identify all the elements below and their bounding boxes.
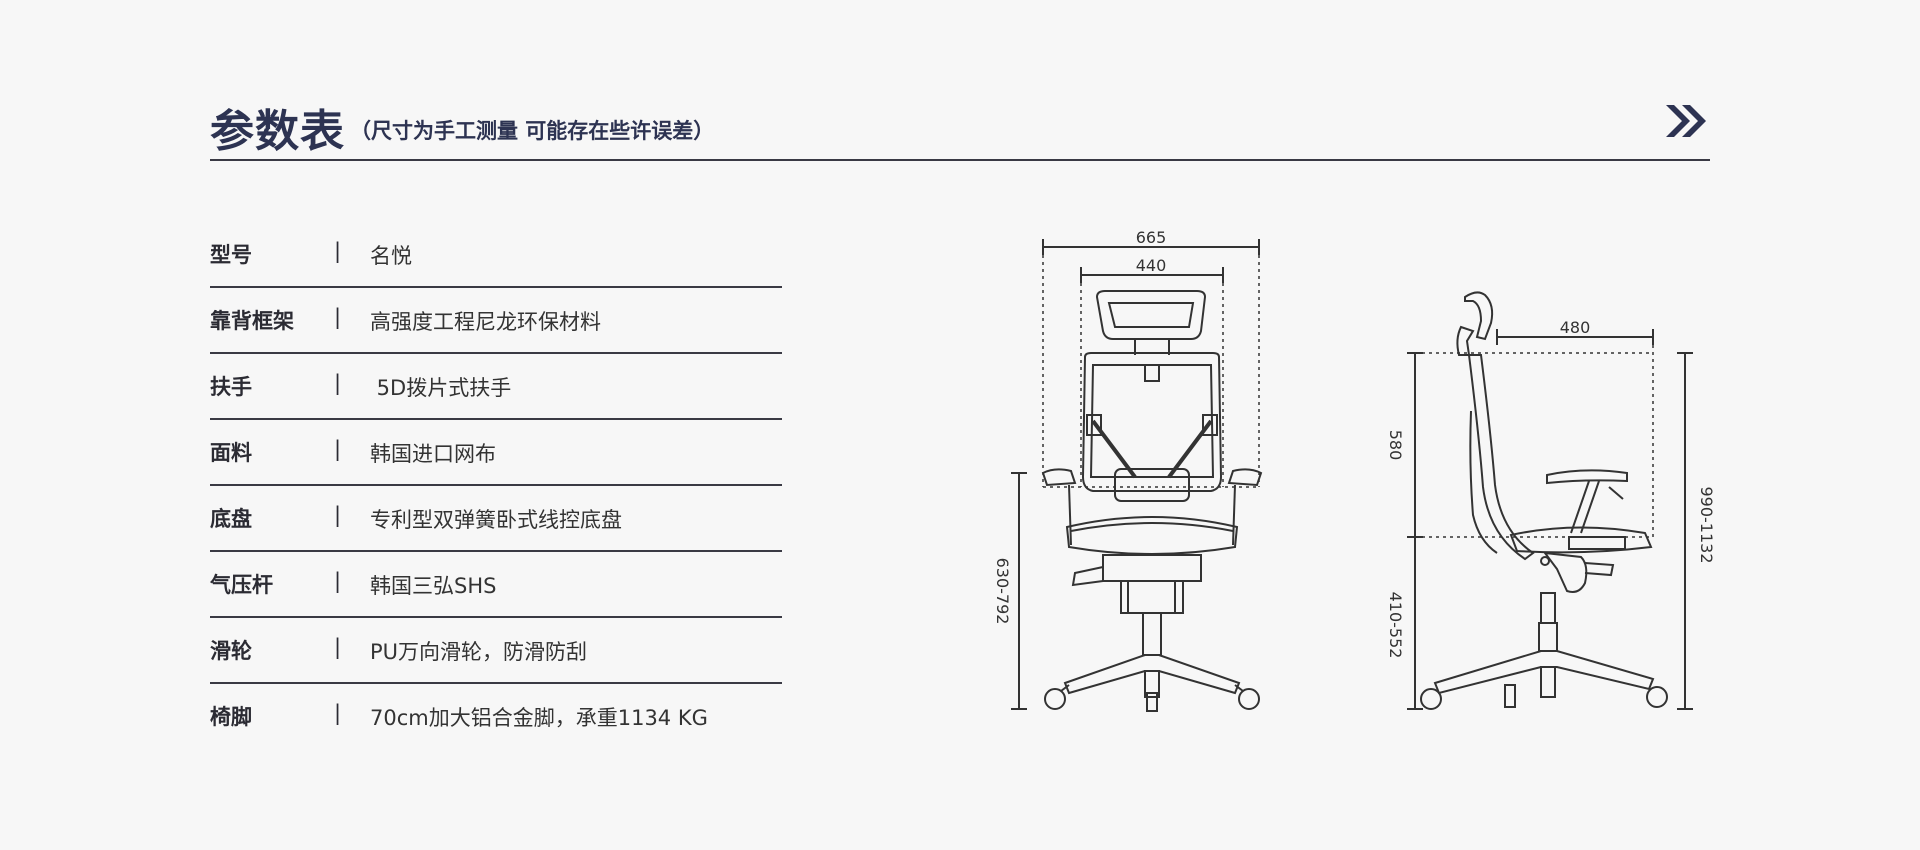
spec-label: 面料 [210, 441, 252, 465]
spec-separator: | [334, 305, 342, 329]
spec-value: 名悦 [370, 244, 412, 268]
spec-separator: | [334, 701, 342, 725]
side-view [1407, 291, 1693, 710]
page-subtitle: （尺寸为手工测量 可能存在些许误差） [350, 119, 715, 143]
spec-separator: | [334, 239, 342, 263]
spec-value: 高强度工程尼龙环保材料 [370, 310, 601, 334]
double-chevron-right-icon[interactable] [1664, 103, 1710, 139]
spec-label: 扶手 [210, 375, 252, 399]
dim-side-depth: 480 [1560, 318, 1591, 337]
spec-label: 靠背框架 [210, 309, 294, 333]
dim-front-width-headrest: 440 [1136, 256, 1167, 275]
spec-row-chassis: 底盘 | 专利型双弹簧卧式线控底盘 [210, 486, 782, 552]
dim-front-height: 630-792 [993, 558, 1012, 625]
spec-separator: | [334, 635, 342, 659]
spec-value: 韩国进口网布 [370, 442, 496, 466]
spec-separator: | [334, 569, 342, 593]
spec-value: 专利型双弹簧卧式线控底盘 [370, 508, 622, 532]
spec-label: 滑轮 [210, 639, 252, 663]
spec-value: 5D拨片式扶手 [370, 376, 512, 400]
dim-side-back-height: 580 [1386, 430, 1405, 461]
chair-dimension-drawing: 665 440 480 630-792 580 410-552 990-1132 [985, 215, 1745, 735]
spec-value: PU万向滑轮，防滑防刮 [370, 640, 588, 664]
spec-separator: | [334, 371, 342, 395]
spec-row-casters: 滑轮 | PU万向滑轮，防滑防刮 [210, 618, 782, 684]
page-header: 参数表 （尺寸为手工测量 可能存在些许误差） [210, 95, 1710, 161]
spec-label: 型号 [210, 243, 252, 267]
spec-label: 椅脚 [210, 705, 252, 729]
spec-row-fabric: 面料 | 韩国进口网布 [210, 420, 782, 486]
dim-side-total-height: 990-1132 [1697, 486, 1716, 563]
dim-side-seat-height: 410-552 [1386, 592, 1405, 659]
spec-value: 70cm加大铝合金脚，承重1134 KG [370, 706, 708, 730]
spec-label: 底盘 [210, 507, 252, 531]
spec-row-armrest: 扶手 | 5D拨片式扶手 [210, 354, 782, 420]
spec-row-backrest: 靠背框架 | 高强度工程尼龙环保材料 [210, 288, 782, 354]
spec-value: 韩国三弘SHS [370, 574, 497, 598]
spec-separator: | [334, 503, 342, 527]
spec-table: 型号 | 名悦 靠背框架 | 高强度工程尼龙环保材料 扶手 | 5D拨片式扶手 … [210, 222, 782, 748]
front-view [1011, 239, 1263, 712]
spec-row-base: 椅脚 | 70cm加大铝合金脚，承重1134 KG [210, 684, 782, 748]
spec-separator: | [334, 437, 342, 461]
chair-drawing-svg: 665 440 480 630-792 580 410-552 990-1132 [993, 228, 1716, 712]
spec-row-gas-lift: 气压杆 | 韩国三弘SHS [210, 552, 782, 618]
spec-label: 气压杆 [210, 573, 273, 597]
spec-row-model: 型号 | 名悦 [210, 222, 782, 288]
page-title: 参数表 [210, 106, 345, 157]
dim-front-width-total: 665 [1136, 228, 1167, 247]
